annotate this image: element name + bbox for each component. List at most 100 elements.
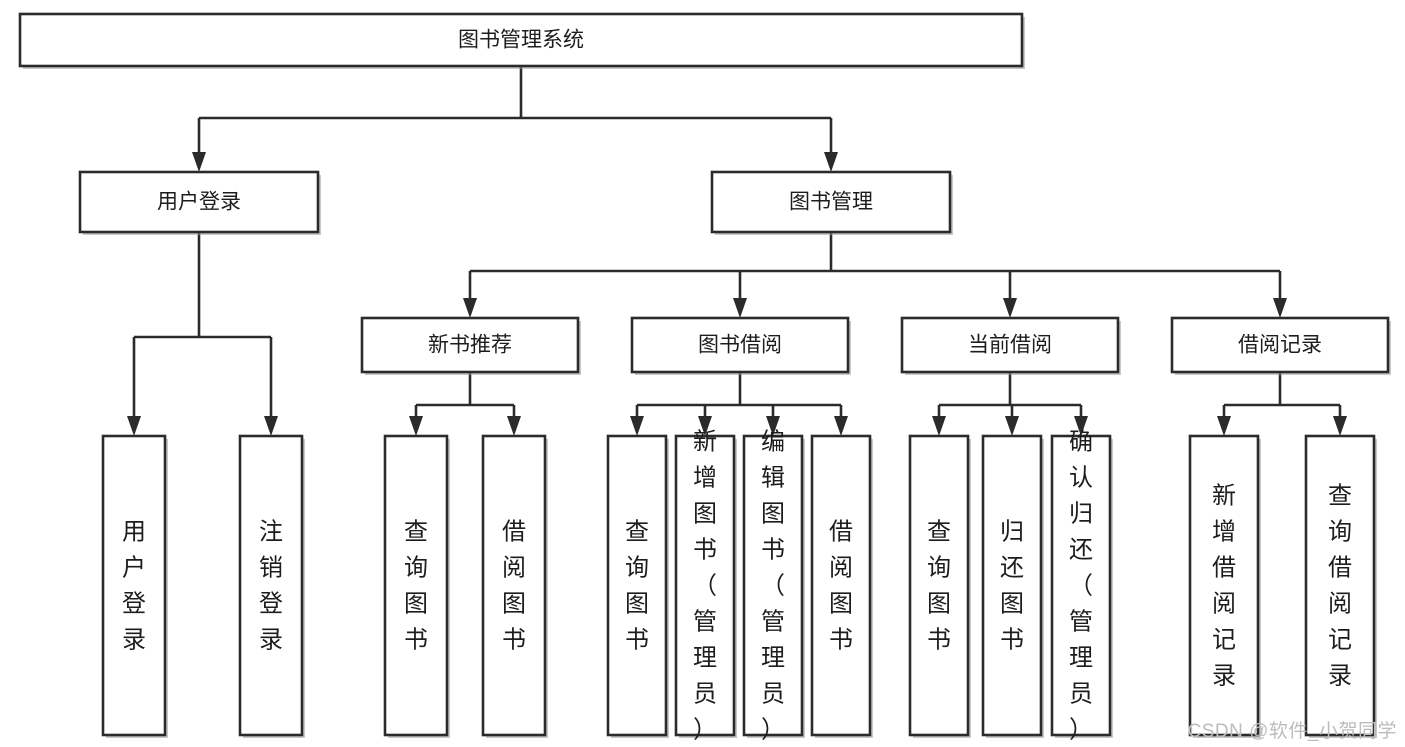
node-label: 新书推荐 bbox=[428, 334, 512, 357]
node-label-char: 书 bbox=[502, 627, 526, 654]
node-label-char: 记 bbox=[1328, 627, 1352, 654]
node-label-char: 登 bbox=[122, 591, 146, 618]
node-label-char: （ bbox=[761, 573, 785, 600]
arrow-head bbox=[264, 416, 278, 436]
node-label-char: 理 bbox=[1069, 645, 1093, 672]
arrow-head bbox=[834, 416, 848, 436]
node-label-char: 查 bbox=[625, 519, 649, 546]
node-label-char: 记 bbox=[1212, 627, 1236, 654]
node-label-char: 还 bbox=[1069, 537, 1093, 564]
node-rect bbox=[101, 434, 167, 737]
node-label-char: 书 bbox=[761, 537, 785, 564]
node-label-char: 录 bbox=[122, 627, 146, 654]
node-rect bbox=[674, 434, 736, 737]
node-label-char: 还 bbox=[1000, 555, 1024, 582]
node-label-char: 书 bbox=[1000, 627, 1024, 654]
node-label-char: 理 bbox=[761, 645, 785, 672]
node-label-char: 管 bbox=[761, 609, 785, 636]
node-label-char: 查 bbox=[404, 519, 428, 546]
node-level2-图书借阅[interactable]: 图书借阅 bbox=[630, 316, 851, 375]
node-label-char: 图 bbox=[693, 501, 717, 528]
node-label-char: 管 bbox=[693, 609, 717, 636]
node-rect bbox=[710, 170, 952, 234]
arrow-head bbox=[733, 298, 747, 318]
arrow-head bbox=[698, 416, 712, 436]
connector-layer bbox=[127, 66, 1347, 436]
node-label-char: 书 bbox=[625, 627, 649, 654]
node-label-char: 询 bbox=[927, 555, 951, 582]
arrow-head bbox=[1005, 416, 1019, 436]
node-label-char: 管 bbox=[1069, 609, 1093, 636]
arrow-head bbox=[766, 416, 780, 436]
node-label-char: 阅 bbox=[1212, 591, 1236, 618]
arrow-head bbox=[127, 416, 141, 436]
node-leaf-用户登录[interactable]: 用户登录 bbox=[101, 434, 168, 738]
node-label-char: 借 bbox=[829, 519, 853, 546]
node-label-char: 图 bbox=[927, 591, 951, 618]
node-label-char: 查 bbox=[927, 519, 951, 546]
node-label-char: 录 bbox=[259, 627, 283, 654]
node-label-char: 图 bbox=[625, 591, 649, 618]
node-rect bbox=[1170, 316, 1390, 374]
node-label-char: 增 bbox=[1212, 519, 1236, 546]
node-rect bbox=[630, 316, 850, 374]
node-level1-图书管理[interactable]: 图书管理 bbox=[710, 170, 953, 235]
arrow-head bbox=[192, 152, 206, 172]
node-rect bbox=[742, 434, 804, 737]
node-label: 图书管理系统 bbox=[458, 29, 584, 52]
node-root-图书管理系统[interactable]: 图书管理系统 bbox=[18, 12, 1025, 69]
node-rect bbox=[78, 170, 320, 234]
node-rect bbox=[981, 434, 1043, 737]
node-level2-新书推荐[interactable]: 新书推荐 bbox=[360, 316, 581, 375]
node-label-char: 书 bbox=[927, 627, 951, 654]
node-rect bbox=[900, 316, 1120, 374]
node-label-char: 阅 bbox=[1328, 591, 1352, 618]
arrow-head bbox=[463, 298, 477, 318]
node-rect bbox=[606, 434, 668, 737]
arrow-head bbox=[932, 416, 946, 436]
node-level1-用户登录[interactable]: 用户登录 bbox=[78, 170, 321, 235]
node-label-char: 图 bbox=[1000, 591, 1024, 618]
node-label-char: 图 bbox=[502, 591, 526, 618]
node-label-char: 辑 bbox=[761, 465, 785, 492]
node-label-char: 书 bbox=[829, 627, 853, 654]
node-rect bbox=[810, 434, 872, 737]
node-label-char: 员 bbox=[1069, 681, 1093, 708]
node-label-char: 员 bbox=[761, 681, 785, 708]
node-label-char: 归 bbox=[1000, 519, 1024, 546]
node-level2-当前借阅[interactable]: 当前借阅 bbox=[900, 316, 1121, 375]
node-rect bbox=[1304, 434, 1376, 737]
node-label-char: 阅 bbox=[829, 555, 853, 582]
node-label-char: 员 bbox=[693, 681, 717, 708]
node-label-char: 借 bbox=[1212, 555, 1236, 582]
node-rect bbox=[18, 12, 1024, 68]
arrow-head bbox=[507, 416, 521, 436]
arrow-head bbox=[409, 416, 423, 436]
node-label-char: 书 bbox=[693, 537, 717, 564]
node-label-char: 借 bbox=[1328, 555, 1352, 582]
node-label-char: 确 bbox=[1069, 429, 1093, 456]
node-label-char: 认 bbox=[1069, 465, 1093, 492]
node-label-char: 询 bbox=[1328, 519, 1352, 546]
arrow-head bbox=[1333, 416, 1347, 436]
arrow-head bbox=[630, 416, 644, 436]
node-label-char: 图 bbox=[829, 591, 853, 618]
node-label-char: 户 bbox=[122, 555, 146, 582]
node-label-char: 录 bbox=[1328, 663, 1352, 690]
node-rect bbox=[238, 434, 304, 737]
node-level2-借阅记录[interactable]: 借阅记录 bbox=[1170, 316, 1391, 375]
